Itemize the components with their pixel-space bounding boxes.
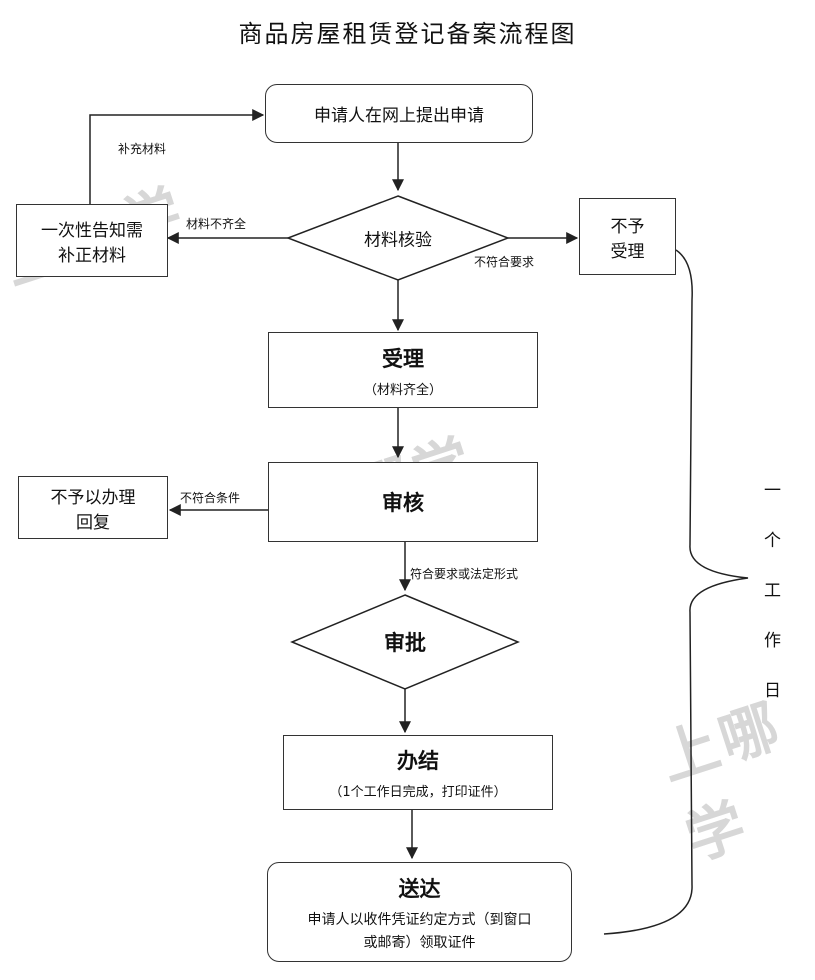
refuse-label-line2: 回复 [76,512,110,533]
reject-label-line2: 受理 [610,241,645,262]
brace-char: 作 [764,631,781,651]
complete-note: （1个工作日完成，打印证件） [329,785,507,800]
brace-char: 日 [764,681,781,701]
reject-label-line1: 不予 [610,216,645,237]
notify-label-line2: 补正材料 [58,245,126,266]
brace-char: 工 [764,581,781,601]
deliver-text-line2: 或邮寄）领取证件 [363,934,476,951]
review-label: 审核 [382,491,424,515]
apply-node: 申请人在网上提出申请 [265,84,533,143]
review-node: 审核 [268,462,538,542]
accept-node: 受理 （材料齐全） [268,332,538,408]
edge-label-meet: 符合要求或法定形式 [410,567,519,581]
accept-note: （材料齐全） [363,382,442,398]
reject-node: 不予 受理 [579,198,676,275]
brace-char: 个 [764,531,781,551]
approve-label: 审批 [384,631,426,655]
refuse-node: 不予以办理 回复 [18,476,168,539]
notify-node: 一次性告知需 补正材料 [16,204,168,277]
page-title: 商品房屋租赁登记备案流程图 [238,20,577,48]
notify-label-line1: 一次性告知需 [41,220,143,241]
complete-label: 办结 [397,749,439,773]
brace-char: 一 [764,481,781,501]
accept-label: 受理 [382,346,424,371]
refuse-label-line1: 不予以办理 [50,487,136,508]
deliver-label: 送达 [398,876,441,901]
verify-label: 材料核验 [364,230,432,251]
edge-label-incomplete: 材料不齐全 [186,217,247,231]
edge-label-supplement: 补充材料 [118,142,167,156]
deliver-text-line1: 申请人以收件凭证约定方式（到窗口 [307,911,532,928]
apply-label: 申请人在网上提出申请 [314,106,484,126]
curly-brace [603,249,749,935]
arrow-notify-to-apply [89,109,265,204]
edge-label-not-meet: 不符合要求 [474,255,535,269]
deliver-node: 送达 申请人以收件凭证约定方式（到窗口 或邮寄）领取证件 [267,862,572,962]
complete-node: 办结 （1个工作日完成，打印证件） [283,735,553,810]
edge-label-not-meet-cond: 不符合条件 [180,491,241,505]
